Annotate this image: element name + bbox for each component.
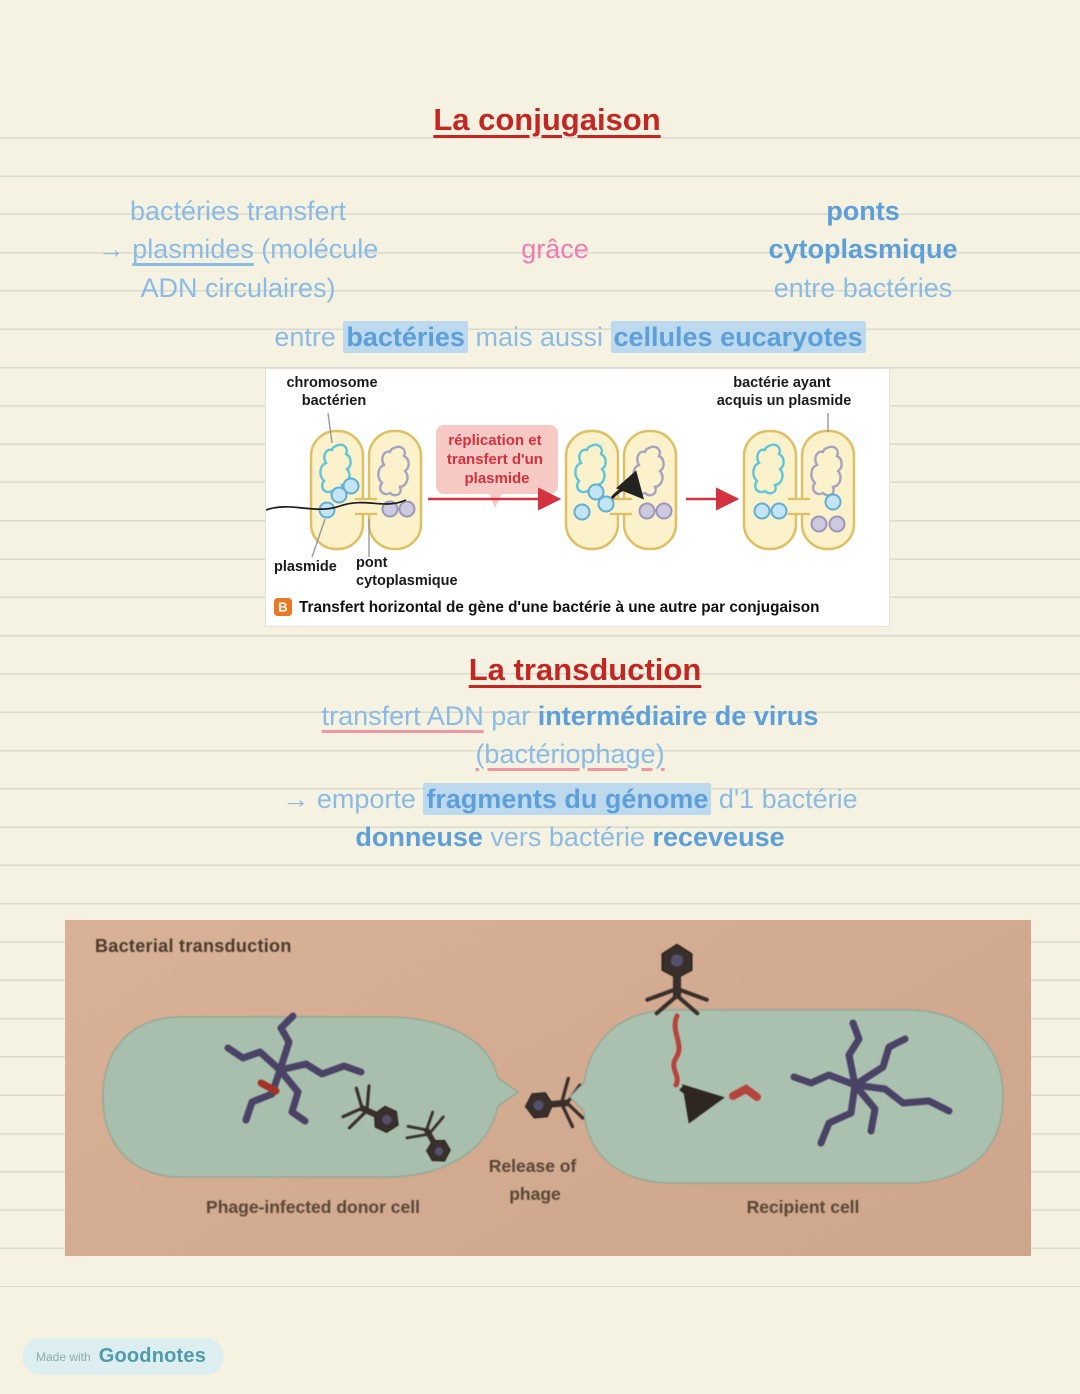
plasmides-underlined: plasmides [132,234,254,265]
caption-badge: B [278,600,287,615]
donor-dna-red-fragment [257,1079,280,1095]
goodnotes-badge[interactable]: Made with Goodnotes [22,1338,225,1375]
donor-cell [102,1012,520,1178]
transduction-title-row: La transduction [85,652,1080,688]
pont-cytoplasmique-label: pont cytoplasmique [356,555,458,589]
arrow-glyph: → [97,234,125,265]
note-line: entre bactéries [773,272,953,303]
replication-label-box: réplication et transfert d'un plasmide [436,425,558,508]
note-line: ponts [826,196,900,226]
transduction-line-1: transfert ADN par intermédiaire de virus [321,701,819,731]
recombined-red-fragment [729,1084,761,1101]
acquis-plasmide-label: bactérie ayant acquis un plasmide [717,375,852,409]
donor-cell-label: Phage-infected donor cell [206,1197,420,1217]
transduction-line-2: (bactériophage) [60,737,1080,771]
highlighted-fragments-genome: fragments du génome [423,783,712,815]
injection-arrow [679,1084,725,1124]
diagram-caption: B Transfert horizontal de gène d'une bac… [274,598,819,616]
transduction-line-3: → emporte fragments du génome d'1 bactér… [282,783,858,815]
note-line: bactéries transfert [129,196,347,226]
chromosome-label: chromosome bactérien [286,375,381,409]
entre-bacteries-line: entre bactéries mais aussi cellules euca… [60,318,1080,356]
svg-text:réplication et transfert: réplication et transfert d'un plasmide [447,432,547,487]
conjugaison-right-block: ponts cytoplasmique entre bactéries [713,192,1013,307]
replication-line: transfert d'un [447,451,543,468]
scan-title: Bacterial transduction [95,936,292,956]
highlighted-bacteries: bactéries [343,321,468,353]
replication-line: réplication et [448,432,541,449]
note-line: → plasmides (molécule [97,234,379,265]
highlighted-cellules-eucaryotes: cellules eucaryotes [610,321,866,353]
injecting-phage [647,944,706,1013]
hand-drawn-line [265,499,407,511]
recipient-chromosome-dna [790,1019,953,1147]
note-line: ADN circulaires) [140,272,336,303]
transfert-adn-underlined: transfert ADN [321,701,484,731]
release-of-phage-label: Release of phage [489,1156,581,1204]
chromosome-pointer-line [327,412,333,444]
released-phage [521,1075,586,1133]
replication-line: plasmide [464,470,529,487]
transduction-title: La transduction [468,652,702,687]
bacteria-pair-2 [564,429,678,551]
conjugaison-title-row: La conjugaison [47,102,1047,138]
conjugaison-left-block: bactéries transfert → plasmides (molécul… [57,192,419,307]
conjugaison-title: La conjugaison [433,102,661,137]
arrow-glyph: → [282,784,310,814]
conjugaison-diagram: réplication et transfert d'un plasmide c… [265,368,890,627]
injected-dna-red [671,1013,682,1088]
bacteriophage-underlined: (bactériophage) [475,739,665,769]
caption-text: Transfert horizontal de gène d'une bacté… [299,599,819,616]
goodnotes-logo-text: Goodnotes [98,1345,207,1367]
transduction-line-4: donneuse vers bactérie receveuse [355,822,785,852]
recipient-cell [568,944,1004,1184]
bacteria-pair-3 [742,429,856,551]
made-with-text: Made with [36,1349,91,1364]
bacteria-pair-1 [265,429,423,551]
donor-chromosome-dna [224,1012,365,1125]
transduction-scan-svg: Bacterial transduction [95,936,1004,1217]
plasmide-pointer-line [311,518,326,558]
recipient-cell-label: Recipient cell [747,1197,860,1217]
plasmide-label: plasmide [274,559,337,575]
plasmid-transfer-arrow [610,470,644,500]
grace-word: grâce [521,234,589,264]
conjugaison-diagram-svg: réplication et transfert d'un plasmide c… [265,375,856,616]
transduction-scan-image: Bacterial transduction [65,920,1031,1256]
note-line: cytoplasmique [768,234,958,265]
